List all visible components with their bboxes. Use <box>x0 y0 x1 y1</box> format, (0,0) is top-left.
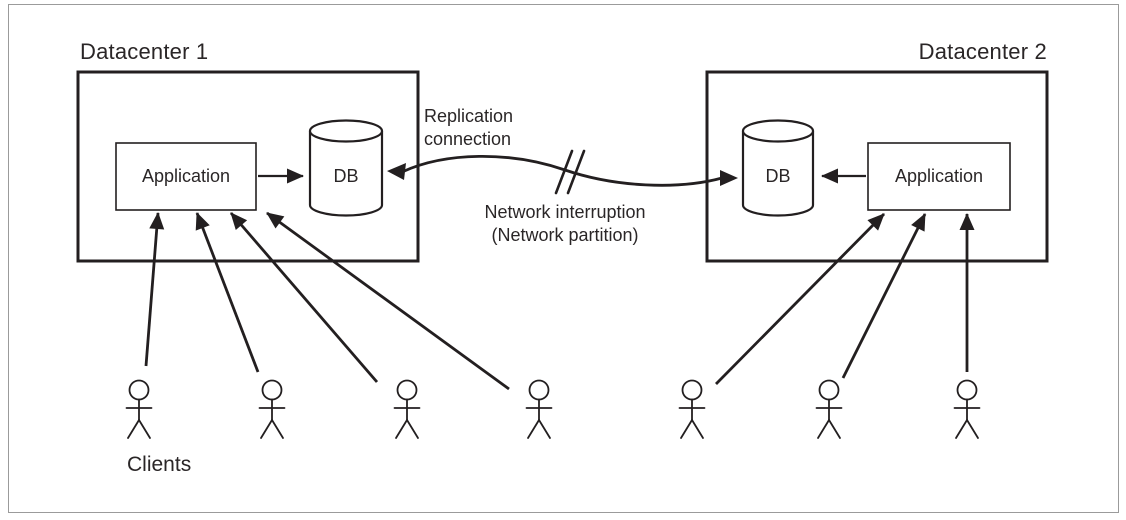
client-figure <box>393 379 421 439</box>
client-arrows <box>144 211 975 391</box>
client-figure <box>258 379 286 439</box>
network-interruption-slashes <box>554 149 586 195</box>
datacenter1-title: Datacenter 1 <box>80 39 209 64</box>
replication-label-line1: Replication <box>424 106 514 126</box>
client-figure <box>678 379 706 439</box>
client3-arrow <box>229 212 379 383</box>
client-figure <box>953 379 981 439</box>
client-figure <box>815 379 843 439</box>
client-figure <box>125 379 153 439</box>
replication-connection-label: Replication connection <box>424 105 513 151</box>
client4-arrow <box>266 211 510 391</box>
replication-label-line2: connection <box>424 129 512 149</box>
datacenter1-application-label: Application <box>141 166 231 186</box>
interruption-label-line2: (Network partition) <box>491 225 639 245</box>
datacenter2-box <box>705 70 1049 263</box>
client6-arrow <box>841 213 927 379</box>
datacenter2-db-label: DB <box>765 165 791 186</box>
datacenter2-application-box <box>867 142 1011 211</box>
datacenter1-db-cylinder <box>308 119 384 217</box>
client2-arrow <box>195 212 260 373</box>
datacenter2-db-cylinder <box>741 119 815 217</box>
clients-label: Clients <box>127 453 192 476</box>
replication-connection-arrow <box>387 154 738 187</box>
network-interruption-label: Network interruption (Network partition) <box>445 201 685 247</box>
interruption-label-line1: Network interruption <box>484 202 646 222</box>
datacenter1-application-box <box>115 142 257 211</box>
datacenter2-application-label: Application <box>894 166 984 186</box>
outer-frame-border <box>8 4 1119 513</box>
client1-arrow <box>144 212 165 367</box>
client-figure <box>525 379 553 439</box>
datacenter2-title: Datacenter 2 <box>918 39 1047 64</box>
datacenter1-db-label: DB <box>333 165 359 186</box>
client5-arrow <box>715 213 885 385</box>
